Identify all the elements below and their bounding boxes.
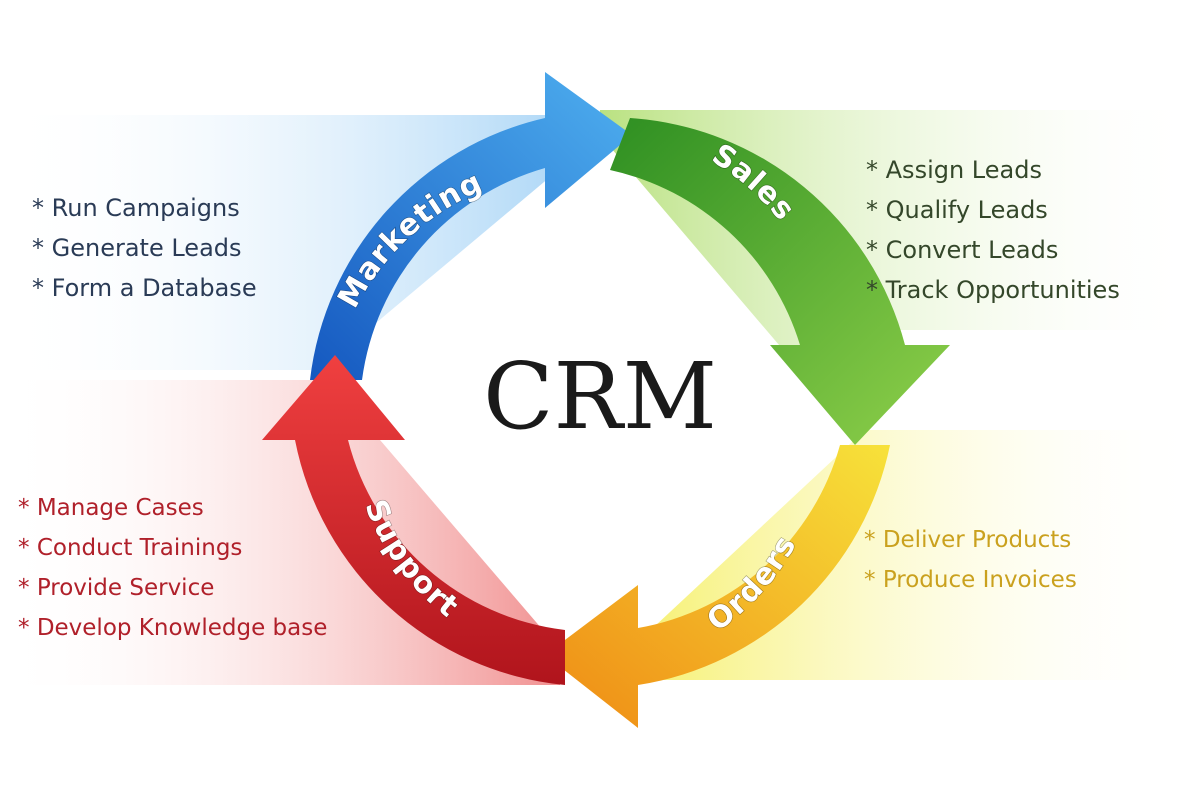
orders-task-item: Produce Invoices [864, 560, 1077, 600]
marketing-arrow [310, 72, 632, 380]
orders-task-item: Deliver Products [864, 520, 1077, 560]
marketing-task-list: Run Campaigns Generate Leads Form a Data… [32, 188, 257, 308]
sales-task-item: Convert Leads [866, 230, 1120, 270]
sales-arrow [610, 118, 950, 445]
crm-title: CRM [483, 343, 717, 450]
support-task-item: Develop Knowledge base [18, 608, 328, 648]
sales-task-list: Assign Leads Qualify Leads Convert Leads… [866, 150, 1120, 310]
support-task-item: Manage Cases [18, 488, 327, 528]
support-task-list: Manage Cases Conduct Trainings Provide S… [18, 488, 328, 648]
support-arrow [262, 355, 565, 685]
marketing-task-item: Form a Database [32, 268, 257, 308]
sales-task-item: Assign Leads [866, 150, 1120, 190]
marketing-task-item: Run Campaigns [32, 188, 257, 228]
orders-task-list: Deliver Products Produce Invoices [864, 520, 1077, 600]
marketing-task-item: Generate Leads [32, 228, 257, 268]
support-task-item: Conduct Trainings [18, 528, 327, 568]
orders-arrow [545, 445, 890, 728]
sales-task-item: Qualify Leads [866, 190, 1120, 230]
support-task-item: Provide Service [18, 568, 327, 608]
sales-task-item: Track Opportunities [866, 270, 1120, 310]
